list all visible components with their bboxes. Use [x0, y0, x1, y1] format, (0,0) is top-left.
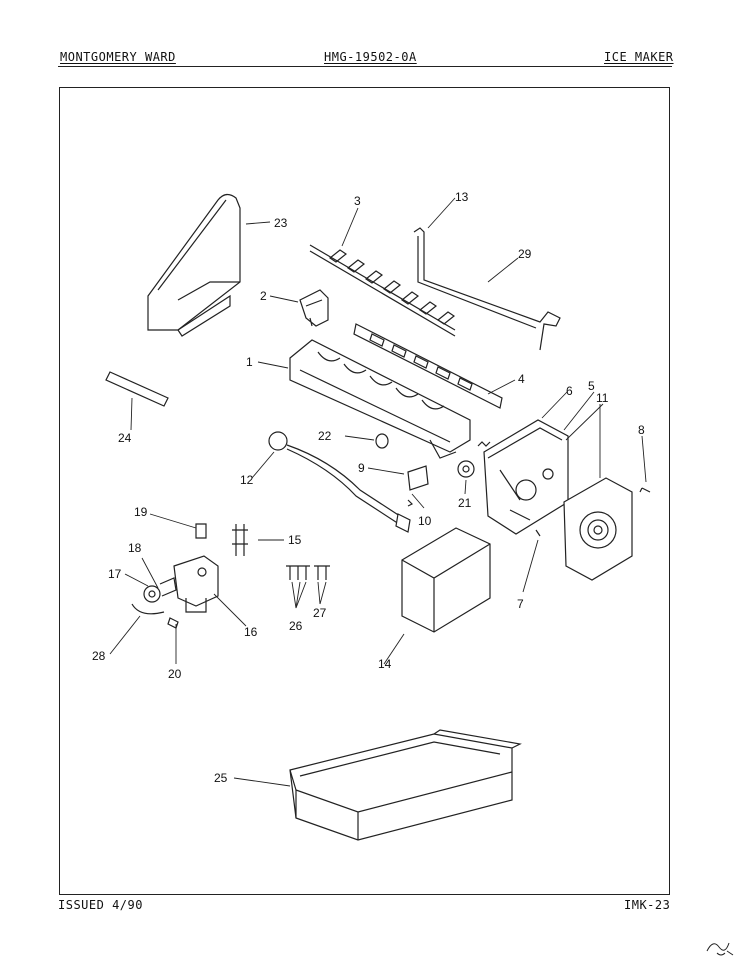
footer-issued-date: ISSUED 4/90 — [58, 898, 143, 912]
part-16-water-valve — [173, 555, 219, 613]
part-1-mold — [289, 339, 471, 459]
part-10-clip — [407, 499, 414, 507]
callout-4: 4 — [518, 372, 525, 386]
header-brand: MONTGOMERY WARD — [60, 50, 176, 64]
part-5-housing — [483, 419, 569, 535]
part-24-fill-tube — [105, 371, 169, 407]
part-3-ejector — [309, 244, 456, 337]
part-14-shield — [401, 527, 491, 633]
part-6-spring — [477, 441, 491, 447]
callout-28: 28 — [92, 649, 106, 663]
callout-3: 3 — [354, 194, 361, 208]
callout-13: 13 — [455, 190, 469, 204]
footer-page-code: IMK-23 — [624, 898, 671, 912]
callout-7: 7 — [517, 597, 524, 611]
callout-2: 2 — [260, 289, 267, 303]
diagram-frame — [59, 87, 670, 895]
callout-25: 25 — [214, 771, 228, 785]
part-9-switch — [407, 465, 429, 491]
part-18-nut — [159, 577, 177, 597]
callout-17: 17 — [108, 567, 122, 581]
handwritten-mark-icon — [706, 942, 734, 956]
callout-21: 21 — [458, 496, 472, 510]
header-section-title: ICE MAKER — [604, 50, 674, 64]
header-rule — [58, 66, 672, 67]
part-21-gear — [457, 460, 475, 478]
part-17-fitting — [143, 585, 161, 603]
part-4-stripper — [353, 323, 503, 409]
part-26-27-screws — [286, 565, 330, 580]
callout-22: 22 — [318, 429, 332, 443]
callout-8: 8 — [638, 423, 645, 437]
part-13-shutoff-arm — [413, 227, 561, 351]
part-23-cover — [147, 193, 241, 337]
part-20-screw — [167, 617, 179, 629]
callout-16: 16 — [244, 625, 258, 639]
callout-20: 20 — [168, 667, 182, 681]
callout-6: 6 — [566, 384, 573, 398]
header-model-number: HMG-19502-0A — [324, 50, 417, 64]
leader-lines — [109, 197, 647, 787]
callout-1: 1 — [246, 355, 253, 369]
callout-19: 19 — [134, 505, 148, 519]
part-2-bracket — [299, 289, 329, 327]
part-19-grommet — [195, 523, 207, 539]
callout-10: 10 — [418, 514, 432, 528]
part-7-screw — [535, 529, 541, 537]
callout-14: 14 — [378, 657, 392, 671]
part-25-ice-bucket — [289, 729, 522, 841]
callout-23: 23 — [274, 216, 288, 230]
callout-15: 15 — [288, 533, 302, 547]
callout-24: 24 — [118, 431, 132, 445]
callout-5: 5 — [588, 379, 595, 393]
part-22-bushing — [375, 433, 389, 449]
part-15-clamp — [232, 524, 248, 556]
callout-9: 9 — [358, 461, 365, 475]
part-12-harness — [268, 431, 411, 533]
callout-29: 29 — [518, 247, 532, 261]
part-11-motor-plate — [563, 477, 633, 581]
callout-27: 27 — [313, 606, 327, 620]
callout-18: 18 — [128, 541, 142, 555]
part-8-screw — [639, 487, 651, 493]
part-28-bracket — [131, 603, 165, 615]
callout-11: 11 — [596, 391, 609, 405]
callout-26: 26 — [289, 619, 303, 633]
callout-12: 12 — [240, 473, 254, 487]
